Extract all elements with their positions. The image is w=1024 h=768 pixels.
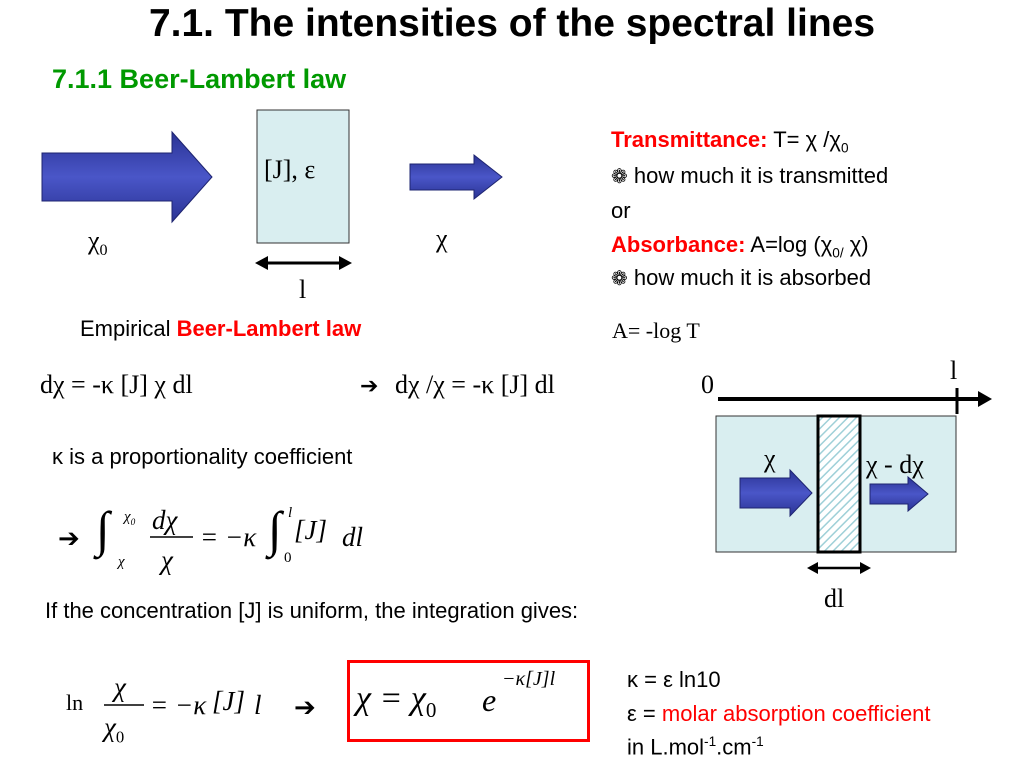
sample-cell: [256, 109, 350, 244]
implies-arrow-icon: ➔: [360, 373, 379, 398]
uniform-concentration-text: If the concentration [J] is uniform, the…: [45, 598, 579, 623]
path-length-label: l: [299, 275, 307, 304]
integral-sign-2: ∫: [268, 501, 282, 557]
fraction-numerator: dχ: [152, 505, 178, 535]
implies-arrow-icon: ➔: [294, 692, 316, 722]
concentration-term: [J]: [294, 515, 328, 545]
outgoing-arrow-2: [869, 475, 929, 513]
chi-in-label: χ: [764, 444, 776, 473]
dl-label: dl: [824, 584, 845, 613]
transmitted-intensity-label: χ: [436, 224, 448, 253]
incident-intensity-label: χ0: [88, 226, 108, 260]
absorbance-definition: Absorbance: A=log (χ0/ χ): [611, 232, 869, 261]
integral-rhs-coefficient: = −κ: [200, 522, 257, 552]
axis-end-label: l: [950, 356, 958, 385]
transmittance-description: ❁ how much it is transmitted: [611, 163, 889, 188]
ln-label: ln: [66, 690, 84, 715]
or-text: or: [611, 198, 631, 223]
epsilon-definition: ε = molar absorption coefficient: [627, 701, 931, 726]
implies-arrow-icon: ➔: [58, 523, 80, 553]
transmittance-definition: Transmittance: T= χ /χ0: [611, 127, 849, 156]
integral-upper-limit-1: χ0: [124, 509, 136, 528]
absorbance-log-relation: A= -log T: [612, 318, 700, 343]
slab-dl: [816, 414, 862, 554]
integral-lower-limit-2: 0: [284, 550, 292, 566]
ln-rhs-coefficient: = −κ: [150, 690, 207, 720]
boxed-exponential-base: e: [482, 682, 497, 718]
kappa-epsilon-relation: κ = ε ln10: [627, 667, 721, 692]
bullet-icon: ❁: [611, 268, 628, 290]
integral-tail: dl: [342, 522, 364, 552]
ln-denominator: χ0: [104, 712, 125, 747]
section-subtitle: 7.1.1 Beer-Lambert law: [52, 64, 347, 94]
ln-length: l: [254, 690, 262, 720]
ln-concentration-term: [J]: [212, 686, 246, 716]
cell-label: [J], ε: [264, 155, 316, 184]
integral-upper-limit-2: l: [288, 505, 293, 521]
bullet-icon: ❁: [611, 166, 628, 188]
epsilon-units: in L.mol-1.cm-1: [627, 734, 764, 760]
differential-equation: dχ = -κ [J] χ dl: [40, 370, 193, 399]
incoming-arrow-2: [739, 468, 813, 518]
empirical-law-text: Empirical Beer-Lambert law: [80, 316, 362, 341]
page-title: 7.1. The intensities of the spectral lin…: [148, 2, 876, 45]
ln-numerator: χ: [114, 672, 126, 702]
separated-equation: dχ /χ = -κ [J] dl: [395, 370, 555, 399]
integral-lower-limit-1: χ: [118, 554, 125, 570]
fraction-denominator: χ: [161, 545, 173, 575]
chi-out-label: χ - dχ: [866, 450, 924, 479]
beer-lambert-result-box: [347, 660, 590, 742]
kappa-note: κ is a proportionality coefficient: [52, 444, 353, 469]
incident-beam-arrow: [41, 130, 213, 224]
boxed-lhs: χ = χ0: [356, 680, 437, 722]
axis-origin-label: 0: [701, 370, 714, 399]
transmitted-beam-arrow: [409, 153, 503, 201]
boxed-exponent: −κ[J]l: [502, 668, 556, 690]
absorbance-description: ❁ how much it is absorbed: [611, 265, 872, 290]
integral-sign-1: ∫: [96, 501, 110, 557]
